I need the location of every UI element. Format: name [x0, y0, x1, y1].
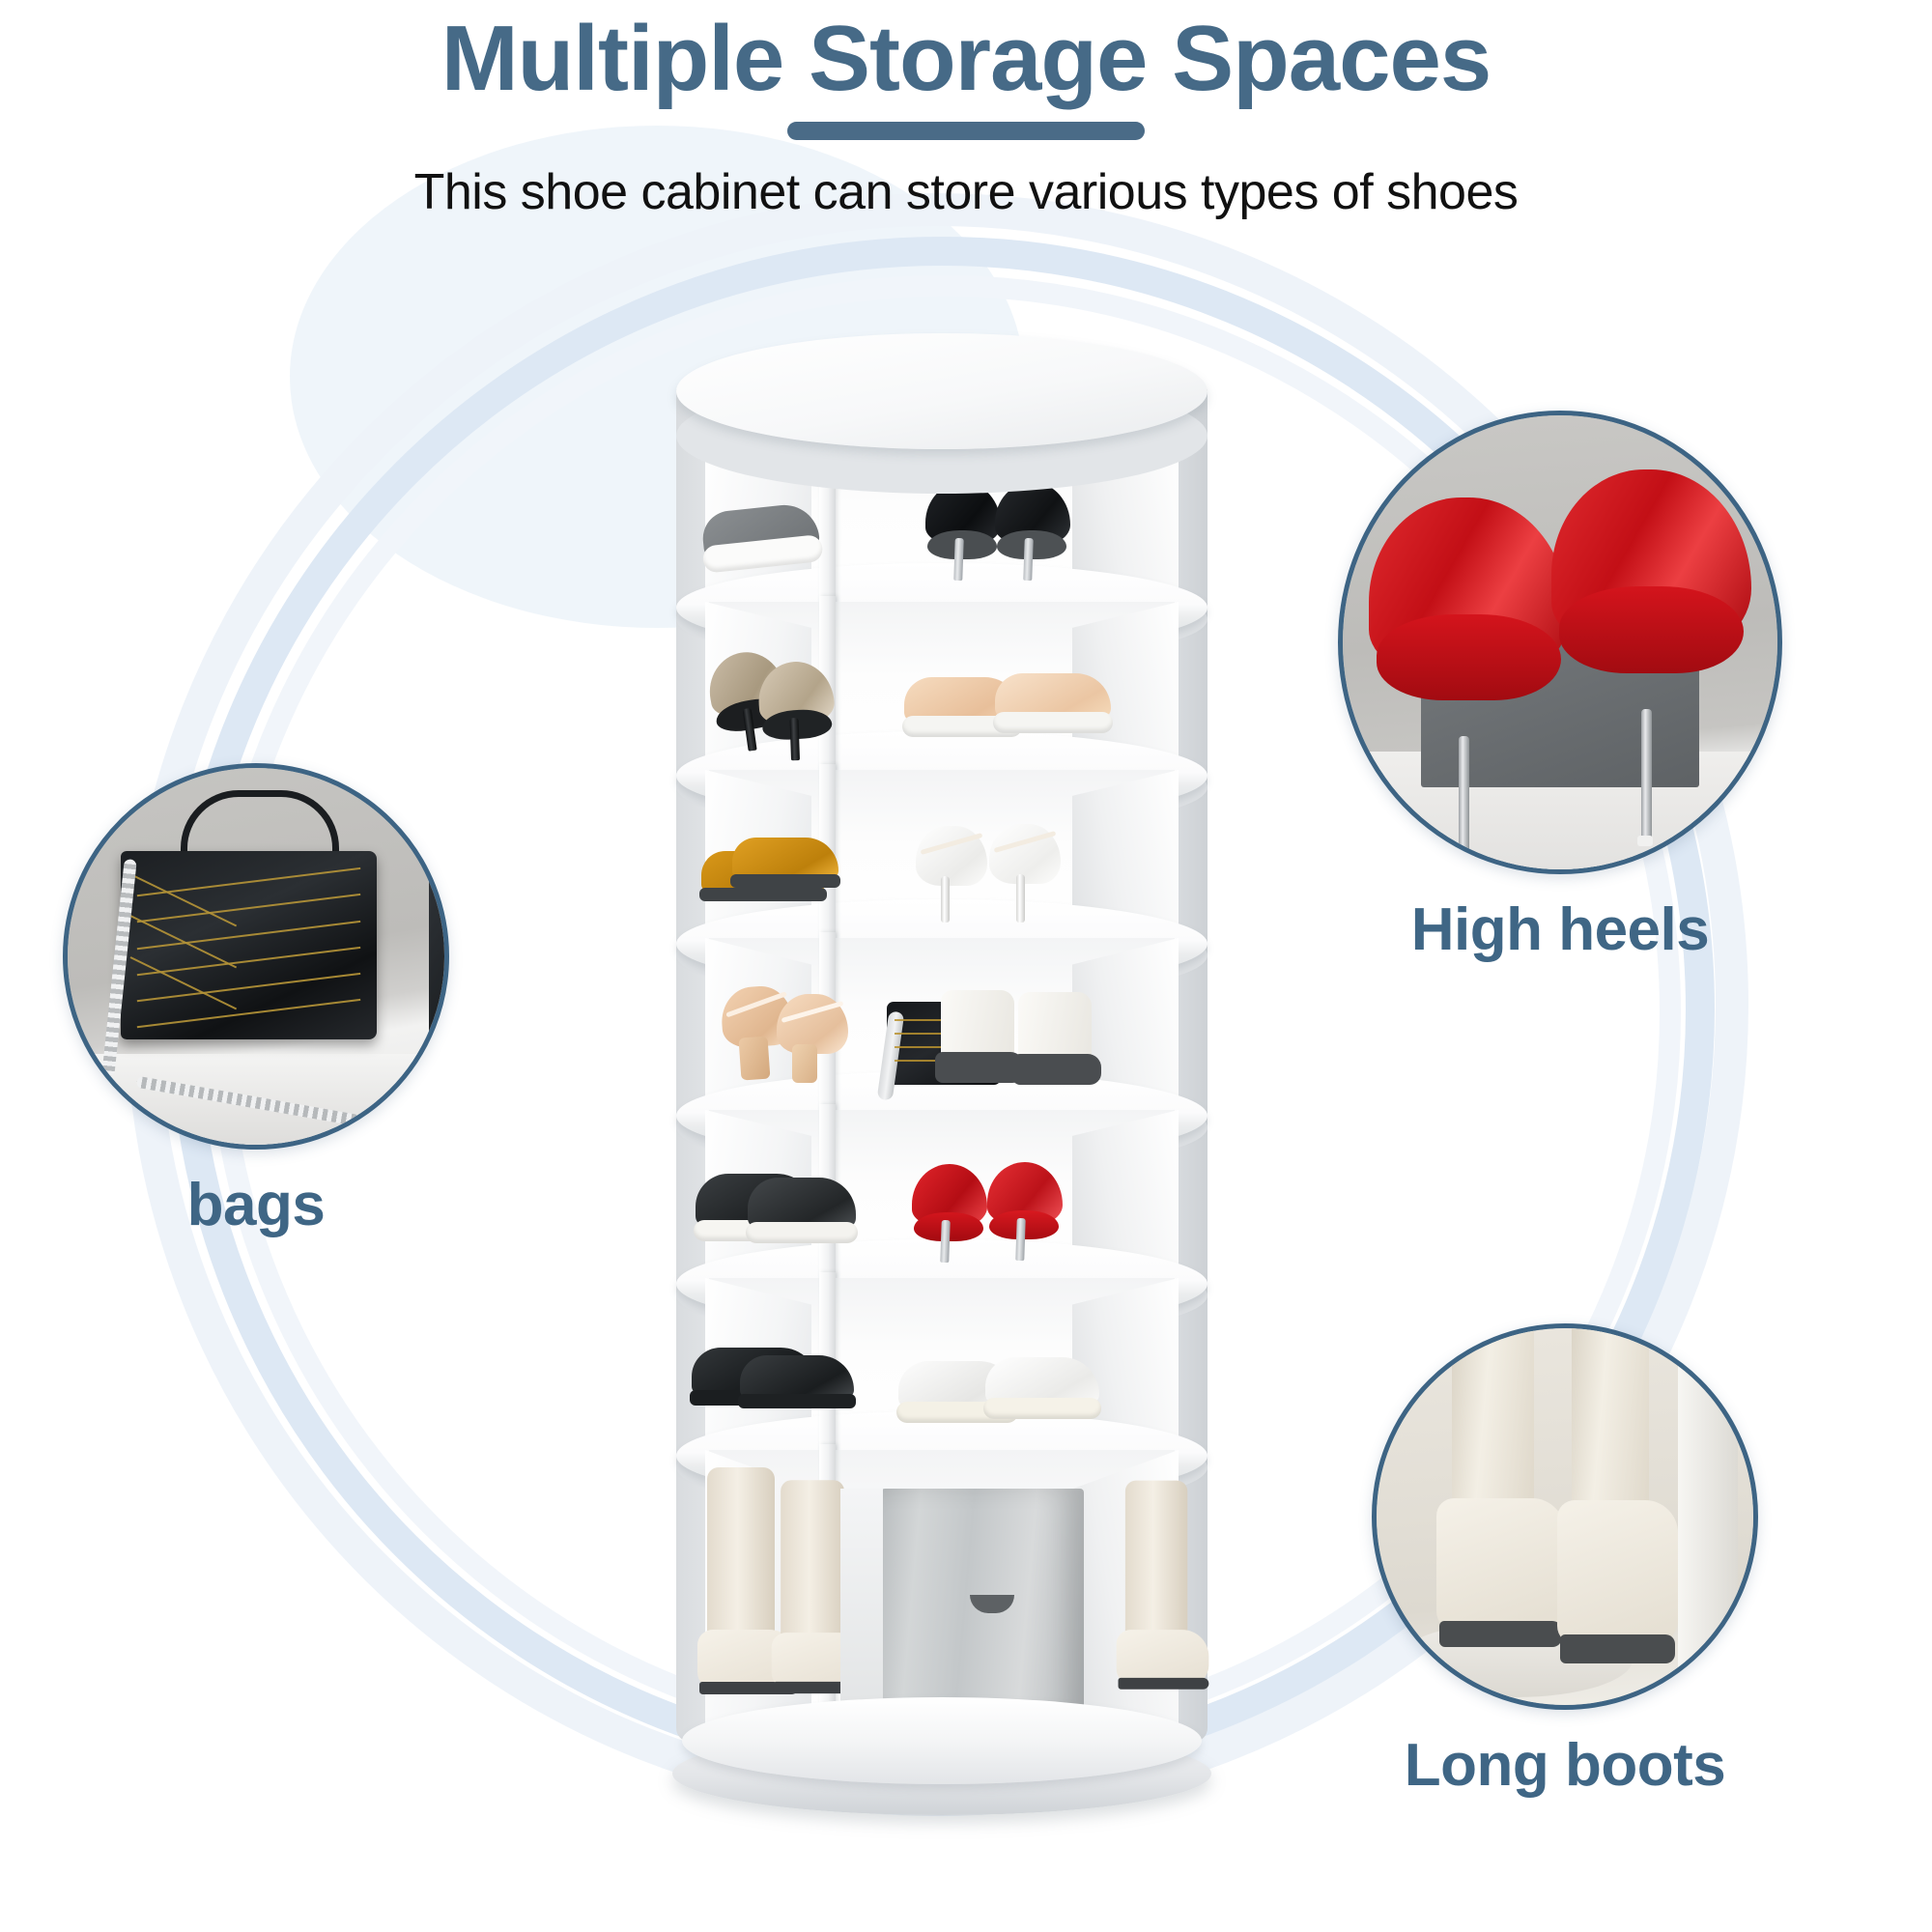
shoe-cabinet-product-image	[667, 333, 1217, 1821]
heel-tip	[1637, 835, 1653, 846]
shoe-taupe-pump-2	[755, 659, 837, 761]
shoe-black-heels	[925, 482, 1001, 582]
shoe-box	[881, 1489, 1084, 1720]
bag-body	[120, 850, 377, 1039]
boot-sole	[1559, 1634, 1676, 1663]
shoe-nude-sandal-2	[769, 994, 862, 1083]
cabinet-tier-4	[676, 932, 1208, 1172]
chevron-line	[136, 894, 361, 923]
title-underline-bar	[787, 121, 1145, 140]
shoe-black-heels-2	[995, 482, 1070, 582]
header: Multiple Storage Spaces This shoe cabine…	[0, 0, 1932, 221]
page-title: Multiple Storage Spaces	[440, 7, 1492, 110]
cabinet-base-top	[682, 1697, 1202, 1784]
shoe-box-handle	[970, 1595, 1014, 1613]
chevron-line	[129, 915, 238, 969]
long-boot-front	[1436, 1328, 1565, 1648]
callout-long-boots: Long boots	[1343, 1323, 1787, 1800]
red-heel-left	[1369, 497, 1569, 869]
cabinet-tier-2	[676, 596, 1208, 832]
shoe-mustard-oxford-2	[730, 838, 840, 890]
shoe-box-label-panel	[840, 1489, 883, 1720]
cabinet-tier-5	[676, 1104, 1208, 1340]
callout-bags: bags	[29, 763, 483, 1239]
shoe-white-ankle-boot	[935, 990, 1024, 1091]
bag-side-gusset	[429, 858, 444, 1032]
shoe-red-heel-2	[987, 1162, 1063, 1262]
boot-foot	[1436, 1497, 1565, 1631]
callout-label-high-heels: High heels	[1410, 896, 1710, 963]
bag-top-handle	[181, 790, 339, 859]
scene-side-panel	[1678, 1328, 1739, 1705]
shoe-black-dress-shoe-2	[738, 1355, 856, 1411]
high-heels-scene	[1343, 415, 1777, 869]
callout-label-long-boots: Long boots	[1404, 1732, 1726, 1799]
red-heel-right	[1551, 469, 1751, 846]
bags-photo-circle	[63, 763, 449, 1150]
red-sole	[1559, 586, 1744, 673]
callout-label-bags: bags	[186, 1172, 326, 1238]
callout-high-heels: High heels	[1309, 411, 1811, 964]
chevron-line	[136, 999, 361, 1029]
shoe-black-sneaker-2	[746, 1178, 858, 1245]
shoe-white-strappy-heel	[908, 826, 1001, 923]
cabinet-tier-3	[676, 764, 1208, 1000]
shoe-white-ankle-boot-2	[1012, 992, 1101, 1093]
bags-scene	[68, 768, 444, 1145]
shoe-red-heel	[912, 1164, 987, 1264]
red-sole	[1377, 613, 1561, 701]
chevron-line	[136, 946, 361, 977]
heel-tip	[1455, 863, 1470, 869]
boot-foot	[1557, 1500, 1678, 1645]
high-heels-photo-circle	[1338, 411, 1782, 874]
shoe-nude-sneaker-2	[993, 673, 1113, 735]
cabinet-tier-6	[676, 1272, 1208, 1512]
stiletto-heel	[1641, 708, 1653, 841]
stiletto-heel	[1459, 736, 1470, 868]
shoe-cream-long-boot-right	[1113, 1471, 1209, 1703]
long-boots-scene	[1377, 1328, 1753, 1705]
long-boots-photo-circle	[1372, 1323, 1758, 1710]
shoe-white-strappy-heel-2	[981, 824, 1074, 923]
boot-sole	[1439, 1620, 1563, 1648]
page-subtitle: This shoe cabinet can store various type…	[413, 163, 1519, 220]
shoe-box-grey	[840, 1489, 1084, 1720]
shoe-grey-sneaker	[699, 501, 827, 574]
long-boot-back	[1557, 1328, 1678, 1663]
cabinet-top-lid	[676, 333, 1208, 449]
shoe-white-sneaker-2	[983, 1357, 1101, 1423]
cabinet-tier-7	[676, 1444, 1209, 1732]
